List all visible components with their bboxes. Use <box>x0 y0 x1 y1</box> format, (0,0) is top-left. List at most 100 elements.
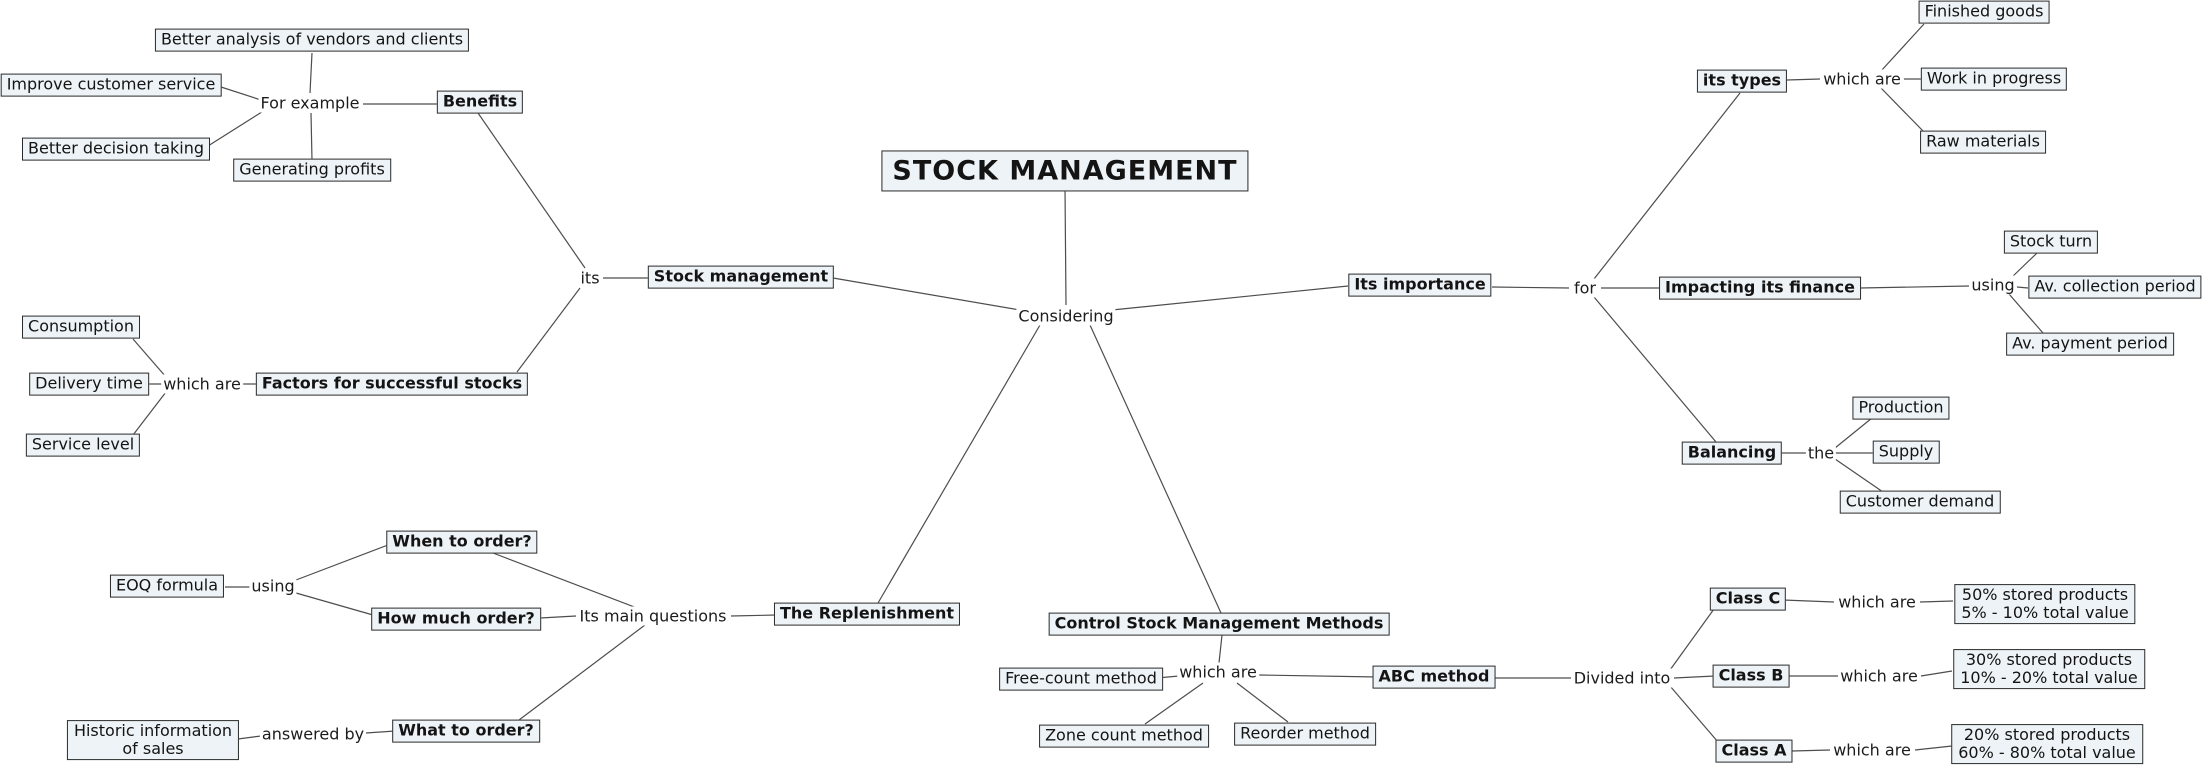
connector-line <box>1218 634 1223 664</box>
connector-line <box>295 544 389 581</box>
concept-text-line: 10% - 20% total value <box>1960 668 2138 687</box>
connector-line <box>132 391 167 436</box>
concept-eoq-formula[interactable]: EOQ formula <box>109 574 225 598</box>
concept-stock-management[interactable]: Stock management <box>647 265 835 289</box>
concept-its-types[interactable]: its types <box>1696 69 1788 93</box>
connector-line <box>1064 186 1067 306</box>
concept-class-c-description[interactable]: 50% stored products 5% - 10% total value <box>1954 584 2136 624</box>
link-label-which-are-class-b[interactable]: which are <box>1838 666 1920 686</box>
connector-line <box>1786 78 1821 81</box>
concept-balancing[interactable]: Balancing <box>1681 441 1783 465</box>
connector-line <box>2010 252 2038 279</box>
concept-production[interactable]: Production <box>1852 396 1950 420</box>
concept-abc-method[interactable]: ABC method <box>1372 665 1496 689</box>
connector-line <box>832 277 1021 311</box>
connector-line <box>1669 685 1719 743</box>
concept-when-to-order[interactable]: When to order? <box>386 530 538 554</box>
concept-consumption[interactable]: Consumption <box>22 315 140 339</box>
concept-how-much-order[interactable]: How much order? <box>371 607 541 631</box>
link-label-which-are-factors[interactable]: which are <box>161 374 243 394</box>
concept-service-level[interactable]: Service level <box>25 433 141 457</box>
connector-line <box>365 730 396 734</box>
concept-better-decision-taking[interactable]: Better decision taking <box>22 137 210 161</box>
connector-line <box>1669 608 1715 671</box>
connector-line <box>1859 285 1970 289</box>
link-label-its-main-questions[interactable]: Its main questions <box>577 606 729 626</box>
link-label-considering[interactable]: Considering <box>1016 306 1116 326</box>
concept-factors-successful-stocks[interactable]: Factors for successful stocks <box>255 372 529 396</box>
concept-stock-turn[interactable]: Stock turn <box>2003 230 2099 254</box>
link-label-the[interactable]: the <box>1805 443 1837 463</box>
connector-line <box>1914 745 1953 751</box>
connector-line <box>2008 293 2044 334</box>
connector-line <box>220 86 262 101</box>
connector-line <box>1673 675 1716 679</box>
connector-line <box>207 109 266 147</box>
link-label-its[interactable]: its <box>578 268 602 288</box>
connector-line <box>730 614 778 617</box>
concept-reorder-method[interactable]: Reorder method <box>1234 722 1376 746</box>
link-label-for-example[interactable]: For example <box>258 93 362 113</box>
concept-control-stock-management-methods[interactable]: Control Stock Management Methods <box>1048 612 1390 636</box>
concept-better-analysis[interactable]: Better analysis of vendors and clients <box>154 28 470 52</box>
concept-text-line: 30% stored products <box>1965 650 2133 670</box>
concept-benefits[interactable]: Benefits <box>436 90 524 114</box>
concept-zone-count-method[interactable]: Zone count method <box>1039 724 1209 748</box>
concept-supply[interactable]: Supply <box>1872 440 1940 464</box>
concept-finished-goods[interactable]: Finished goods <box>1918 0 2050 24</box>
concept-what-to-order[interactable]: What to order? <box>392 719 540 743</box>
connector-line <box>1111 285 1349 311</box>
connector-line <box>1919 600 1954 603</box>
connector-line <box>492 552 638 609</box>
connector-line <box>2016 286 2029 289</box>
link-label-which-are-class-c[interactable]: which are <box>1836 592 1918 612</box>
connector-line <box>1782 599 1835 603</box>
concept-its-importance[interactable]: Its importance <box>1348 273 1492 297</box>
concept-class-a-description[interactable]: 20% stored products 60% - 80% total valu… <box>1951 724 2143 764</box>
connector-line <box>1920 670 1953 677</box>
concept-class-a[interactable]: Class A <box>1715 739 1793 763</box>
concept-av-payment-period[interactable]: Av. payment period <box>2006 332 2174 356</box>
concept-text-line: Historic information <box>73 721 233 741</box>
concept-text-line: 20% stored products <box>1963 725 2131 745</box>
connector-line <box>477 112 586 269</box>
connector-line <box>1236 682 1289 723</box>
connector-line <box>132 338 167 378</box>
concept-historic-information-of-sales[interactable]: Historic information of sales <box>66 720 240 760</box>
connector-line <box>1834 417 1873 449</box>
concept-raw-materials[interactable]: Raw materials <box>1920 130 2046 154</box>
connector-line <box>1144 682 1204 725</box>
concept-impacting-its-finance[interactable]: Impacting its finance <box>1659 276 1861 300</box>
concept-the-replenishment[interactable]: The Replenishment <box>773 602 961 626</box>
link-label-which-are-types[interactable]: which are <box>1821 69 1903 89</box>
concept-text-line: 60% - 80% total value <box>1958 743 2136 762</box>
concept-class-b[interactable]: Class B <box>1712 664 1790 688</box>
concept-improve-customer-service[interactable]: Improve customer service <box>0 73 222 97</box>
concept-delivery-time[interactable]: Delivery time <box>29 372 149 396</box>
concept-free-count-method[interactable]: Free-count method <box>999 667 1163 691</box>
connector-line <box>516 287 581 373</box>
concept-text-line: 50% stored products <box>1961 585 2129 605</box>
link-label-which-are-methods[interactable]: which are <box>1177 662 1259 682</box>
concept-text-line: of sales <box>122 739 184 758</box>
link-label-divided-into[interactable]: Divided into <box>1571 668 1673 688</box>
concept-customer-demand[interactable]: Customer demand <box>1839 490 2001 514</box>
connector-line <box>1593 296 1717 443</box>
link-label-which-are-class-a[interactable]: which are <box>1831 740 1913 760</box>
connector-line <box>877 324 1041 604</box>
link-label-using-eoq[interactable]: using <box>249 576 297 596</box>
concept-class-c[interactable]: Class C <box>1709 587 1787 611</box>
link-label-for[interactable]: for <box>1572 278 1598 298</box>
concept-generating-profits[interactable]: Generating profits <box>233 158 391 182</box>
link-label-answered-by[interactable]: answered by <box>259 724 367 744</box>
connector-line <box>1880 87 1925 133</box>
concept-class-b-description[interactable]: 30% stored products 10% - 20% total valu… <box>1953 649 2145 689</box>
connector-line <box>539 615 577 619</box>
concept-work-in-progress[interactable]: Work in progress <box>1920 67 2068 91</box>
concept-stock-management-title[interactable]: STOCK MANAGEMENT <box>881 150 1249 192</box>
concept-av-collection-period[interactable]: Av. collection period <box>2028 275 2202 299</box>
link-label-using-finance[interactable]: using <box>1969 275 2017 295</box>
connector-line <box>1258 674 1379 678</box>
